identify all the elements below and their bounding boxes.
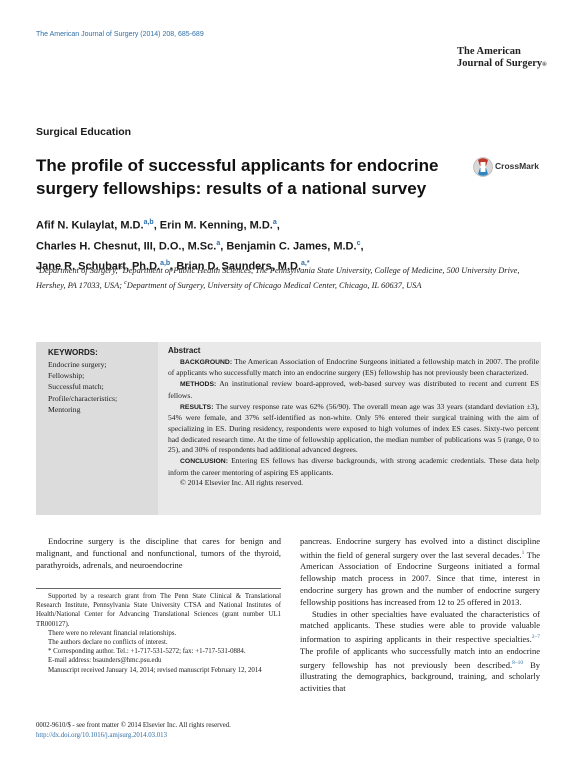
author-name: Jane R. Schubart, Ph.D. xyxy=(36,260,161,273)
body-paragraph: Studies in other specialties have evalua… xyxy=(300,608,541,694)
body-column-right: pancreas. Endocrine surgery has evolved … xyxy=(300,536,540,695)
keywords-title: KEYWORDS: xyxy=(48,348,98,357)
affiliation-sup: a xyxy=(36,265,39,271)
journal-logo-line-1: The American xyxy=(457,46,521,57)
affiliations: aDepartment of Surgery, bDepartment of P… xyxy=(36,262,536,292)
author-line-3: Jane R. Schubart, Ph.D.a,b, Brian D. Sau… xyxy=(36,255,546,276)
affiliation-sup: b xyxy=(119,265,123,271)
author-name: , Erin M. Kenning, M.D. xyxy=(153,219,273,232)
abstract-label: CONCLUSION: xyxy=(180,458,228,466)
author-affiliation-sup[interactable]: a,b xyxy=(143,219,154,226)
footnote-divider xyxy=(36,588,281,589)
keywords-list: Endocrine surgery; Fellowship; Successfu… xyxy=(48,359,156,415)
abstract-results-paragraph: RESULTS: The survey response rate was 62… xyxy=(168,402,539,457)
author-affiliation-sup[interactable]: a,b xyxy=(160,260,171,268)
doi-link[interactable]: http://dx.doi.org/10.1016/j.amjsurg.2014… xyxy=(36,731,167,739)
author-line-2: Charles H. Chesnut, III, D.O., M.Sc.a, B… xyxy=(36,235,546,256)
abstract-heading: Abstract xyxy=(168,346,201,355)
footnote-funding: Supported by a research grant from The P… xyxy=(36,593,281,628)
author-name: , Brian D. Saunders, M.D. xyxy=(170,260,302,273)
abstract-methods-paragraph: METHODS: An institutional review board-a… xyxy=(168,379,539,401)
author-affiliation-sup[interactable]: c xyxy=(356,239,361,247)
author-affiliation-sup[interactable]: a xyxy=(272,219,277,226)
citation-link[interactable]: 1 xyxy=(521,549,525,556)
footnote-manuscript-dates: Manuscript received January 14, 2014; re… xyxy=(48,666,262,674)
author-separator: , xyxy=(276,219,280,232)
journal-logo: The American Journal of Surgery® xyxy=(457,46,547,71)
affiliation-text: Department of Surgery, University of Chi… xyxy=(126,280,422,290)
abstract-text: The American Association of Endocrine Su… xyxy=(168,356,540,378)
affiliation-sup: c xyxy=(124,279,127,286)
keyword-item: Endocrine surgery; xyxy=(48,360,107,369)
page-footer: 0002-9610/$ - see front matter © 2014 El… xyxy=(36,721,231,740)
author-affiliation-sup[interactable]: a,* xyxy=(301,260,310,268)
abstract-text: The survey response rate was 62% (56/90)… xyxy=(168,401,539,455)
abstract-text: An institutional review board-approved, … xyxy=(168,379,539,400)
author-name: , Benjamin C. James, M.D. xyxy=(220,240,357,253)
crossmark-badge[interactable]: CrossMark xyxy=(473,156,563,178)
crossmark-icon xyxy=(473,157,493,177)
keyword-item: Profile/characteristics; xyxy=(48,393,118,403)
affiliation-text: Department of Public Health Sciences, Th… xyxy=(36,265,520,290)
abstract-copyright: © 2014 Elsevier Inc. All rights reserved… xyxy=(180,478,304,488)
section-label: Surgical Education xyxy=(36,126,132,138)
abstract-label: BACKGROUND: xyxy=(180,358,233,366)
article-title: The profile of successful applicants for… xyxy=(36,156,439,198)
journal-logo-line-2: Journal of Surgery® xyxy=(457,58,547,69)
footer-issn: 0002-9610/$ - see front matter © 2014 El… xyxy=(36,722,231,729)
abstract: Abstract BACKGROUND: The American Associ… xyxy=(168,346,539,489)
body-paragraph: Endocrine surgery is the discipline that… xyxy=(36,536,281,570)
crossmark-label: CrossMark xyxy=(495,161,539,171)
keywords-panel xyxy=(36,342,158,515)
abstract-label: RESULTS: xyxy=(180,403,214,411)
journal-reference: The American Journal of Surgery (2014) 2… xyxy=(36,31,204,38)
keyword-item: Successful match; xyxy=(48,382,104,392)
author-name: Charles H. Chesnut, III, D.O., M.Sc. xyxy=(36,240,217,253)
abstract-background-paragraph: BACKGROUND: The American Association of … xyxy=(168,357,539,379)
author-list: Afif N. Kulaylat, M.D.a,b, Erin M. Kenni… xyxy=(36,214,546,276)
author-affiliation-sup[interactable]: a xyxy=(216,239,221,247)
body-paragraph: pancreas. Endocrine surgery has evolved … xyxy=(300,536,540,607)
abstract-label: METHODS: xyxy=(180,381,217,389)
footnote-financial: There were no relevant financial relatio… xyxy=(48,629,177,637)
footnotes: Supported by a research grant from The P… xyxy=(36,592,281,675)
abstract-conclusion-paragraph: CONCLUSION: Entering ES fellows has dive… xyxy=(168,456,539,478)
author-name: Afif N. Kulaylat, M.D. xyxy=(36,219,144,232)
keyword-item: Fellowship; xyxy=(48,371,85,381)
keyword-item: Mentoring xyxy=(48,404,81,414)
body-column-left: Endocrine surgery is the discipline that… xyxy=(36,536,281,571)
author-separator: , xyxy=(360,240,364,253)
footnote-conflicts: The authors declare no conflicts of inte… xyxy=(48,639,168,647)
footnote-corresponding: * Corresponding author. Tel.: +1-717-531… xyxy=(48,648,246,656)
author-line-1: Afif N. Kulaylat, M.D.a,b, Erin M. Kenni… xyxy=(36,214,546,235)
affiliation-text: Department of Surgery, xyxy=(39,265,120,275)
citation-link[interactable]: 2–7 xyxy=(531,634,540,641)
citation-link[interactable]: 8–10 xyxy=(512,659,524,666)
footnote-email[interactable]: E-mail address: bsaunders@hmc.psu.edu xyxy=(48,657,162,665)
abstract-text: Entering ES fellows has diverse backgrou… xyxy=(168,456,539,477)
